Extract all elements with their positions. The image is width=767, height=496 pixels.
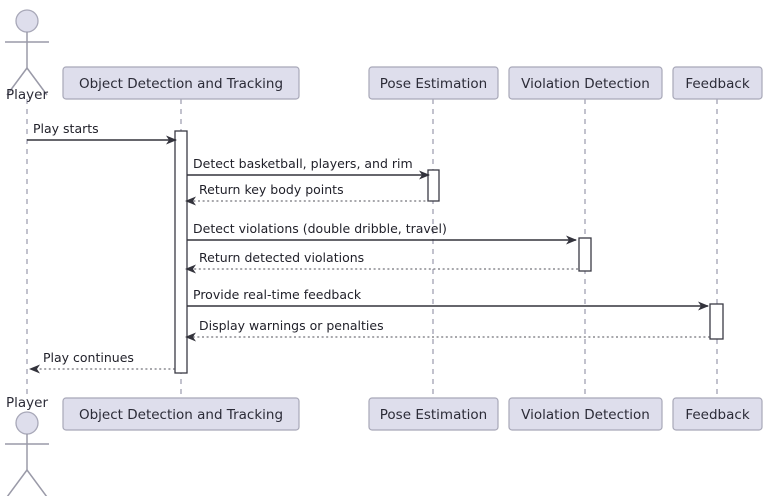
message-label: Provide real-time feedback	[193, 287, 362, 302]
message-label: Return key body points	[199, 182, 344, 197]
activation-bars-group	[174, 130, 724, 374]
lifelines-group	[26, 99, 718, 400]
actor-label: Player	[6, 395, 48, 411]
participant-label: Feedback	[685, 407, 749, 423]
actor-leg-left	[6, 67, 28, 96]
participant-footer-feedback[interactable]: Feedback	[672, 397, 763, 431]
message-label: Play continues	[43, 350, 134, 365]
message-detect-basketball-players-and-rim: Detect basketball, players, and rim	[187, 156, 430, 180]
footer-participant-boxes: Object Detection and Tracking Pose Estima…	[62, 397, 763, 431]
actor-leg-right	[26, 67, 48, 96]
message-provide-real-time-feedback: Provide real-time feedback	[187, 287, 709, 311]
participant-label: Violation Detection	[521, 407, 650, 423]
participant-label: Object Detection and Tracking	[79, 407, 283, 423]
message-label: Detect basketball, players, and rim	[193, 156, 413, 171]
message-label: Return detected violations	[199, 250, 364, 265]
message-detect-violations-double-dribble-travel: Detect violations (double dribble, trave…	[187, 221, 577, 245]
message-label: Detect violations (double dribble, trave…	[193, 221, 447, 236]
header-participant-boxes: Object Detection and Tracking Pose Estima…	[62, 66, 763, 100]
message-return-key-body-points: Return key body points	[185, 182, 430, 206]
participant-label: Object Detection and Tracking	[79, 76, 283, 92]
message-play-starts: Play starts	[27, 121, 177, 145]
participant-footer-violation-detection[interactable]: Violation Detection	[508, 397, 663, 431]
message-label: Play starts	[33, 121, 99, 136]
activation-violation-detection	[578, 237, 592, 272]
actor-figure-player-bottom[interactable]: Player	[5, 395, 49, 496]
activation-feedback	[709, 303, 724, 340]
message-display-warnings-or-penalties: Display warnings or penalties	[185, 318, 710, 342]
participant-footer-pose-estimation[interactable]: Pose Estimation	[368, 397, 499, 431]
actor-head	[15, 9, 39, 33]
message-play-continues: Play continues	[29, 350, 175, 374]
actor-head	[15, 411, 39, 435]
actor-figure-player-top[interactable]: Player	[5, 9, 49, 103]
participant-label: Pose Estimation	[380, 76, 487, 92]
participant-label: Pose Estimation	[380, 407, 487, 423]
actor-leg-right	[26, 469, 48, 496]
message-return-detected-violations: Return detected violations	[185, 250, 578, 274]
participant-header-pose-estimation[interactable]: Pose Estimation	[368, 66, 499, 100]
participant-header-violation-detection[interactable]: Violation Detection	[508, 66, 663, 100]
activation-object-detection	[174, 130, 188, 374]
message-label: Display warnings or penalties	[199, 318, 384, 333]
actor-label: Player	[6, 87, 48, 103]
participant-header-feedback[interactable]: Feedback	[672, 66, 763, 100]
activation-pose-estimation	[427, 169, 440, 202]
participant-header-object-detection-and-tracking[interactable]: Object Detection and Tracking	[62, 66, 300, 100]
participant-label: Violation Detection	[521, 76, 650, 92]
participant-footer-object-detection-and-tracking[interactable]: Object Detection and Tracking	[62, 397, 300, 431]
participant-label: Feedback	[685, 76, 749, 92]
actor-leg-left	[6, 469, 28, 496]
